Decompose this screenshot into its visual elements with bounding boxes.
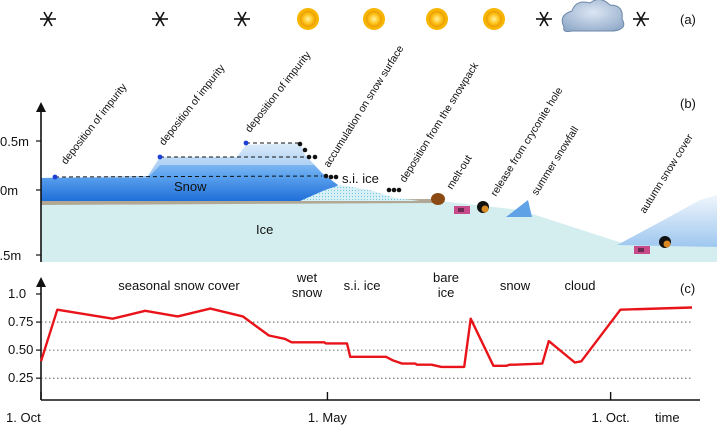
depth-label-top: 0.5m	[0, 134, 29, 149]
phase-label: seasonal snow cover	[118, 278, 240, 293]
y-tick-label: 0.75	[8, 314, 33, 329]
phase-label: bare	[433, 270, 459, 285]
autumn-particles	[634, 236, 671, 254]
annotation: deposition of impurity	[157, 62, 228, 148]
annotation: accumulation on snow surface	[321, 43, 406, 169]
si-ice-wedge	[300, 185, 420, 201]
annotation: melt-out	[444, 153, 474, 192]
phase-label: snow	[292, 285, 323, 300]
cryoconite-hole	[454, 201, 489, 214]
y-tick-label: 0.25	[8, 370, 33, 385]
depth-label-bottom: -0.5m	[0, 248, 21, 263]
x-tick-label: 1. May	[308, 410, 348, 425]
phase-label: snow	[500, 278, 531, 293]
si-ice-label: s.i. ice	[342, 171, 379, 186]
snowflake-icon	[633, 11, 649, 27]
depth-ticks	[36, 140, 41, 256]
sun-icon	[297, 8, 319, 30]
albedo-chart: 1.0 0.75 0.50 0.25 1. Oct 1. May 1. Oct. seas…	[6, 270, 700, 425]
snowflake-icon	[536, 11, 552, 27]
impurity-markers	[52, 140, 402, 193]
autumn-snow-cover	[617, 195, 717, 247]
sun-icon	[426, 8, 448, 30]
snowflake-icon	[152, 11, 168, 27]
albedo-series-line	[39, 306, 693, 369]
depth-axis-arrow	[36, 102, 46, 112]
weather-row	[40, 0, 649, 32]
panel-label-a: (a)	[680, 12, 696, 27]
panel-label-c: (c)	[680, 281, 695, 296]
grid-lines	[41, 321, 692, 379]
y-tick-label: 0.50	[8, 342, 33, 357]
annotation: deposition of impurity	[59, 81, 130, 167]
panel-label-b: (b)	[680, 96, 696, 111]
x-tick-label: 1. Oct.	[591, 410, 629, 425]
phase-label: s.i. ice	[344, 278, 381, 293]
depth-label-zero: 0m	[0, 183, 18, 198]
y-ticks: 1.0 0.75 0.50 0.25	[8, 286, 41, 385]
x-tick-label: 1. Oct	[6, 410, 41, 425]
cloud-icon	[561, 0, 625, 32]
snow-top-pale	[41, 143, 315, 178]
snow-label: Snow	[174, 179, 207, 194]
summer-snow-patch	[506, 200, 532, 217]
sun-icon	[363, 8, 385, 30]
sun-icon	[483, 8, 505, 30]
phase-label: wet	[296, 270, 318, 285]
annotation: deposition of impurity	[243, 49, 314, 135]
x-axis-label: time	[655, 410, 680, 425]
annotation: autumn snow cover	[637, 132, 696, 216]
y-tick-label: 1.0	[8, 286, 26, 301]
ice-surface-line	[40, 199, 436, 205]
melt-out-particle	[431, 193, 445, 205]
ice-body	[41, 201, 717, 262]
phase-label: cloud	[564, 278, 595, 293]
y-axis-arrow	[36, 277, 46, 287]
phase-label: ice	[438, 285, 455, 300]
annotation: release from cryconite hole	[488, 85, 565, 198]
snowflake-icon	[40, 11, 56, 27]
snowflake-icon	[234, 11, 250, 27]
x-ticks: 1. Oct 1. May 1. Oct.	[6, 392, 630, 425]
ice-label: Ice	[256, 222, 273, 237]
impurity-layers	[54, 142, 323, 178]
